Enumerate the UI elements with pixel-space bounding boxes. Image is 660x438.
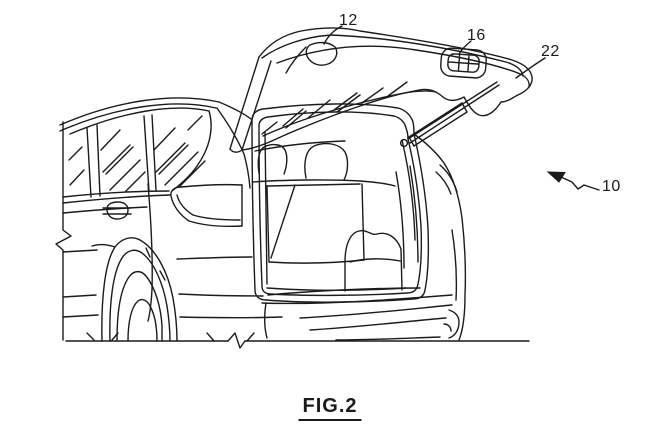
ref-label-10: 10 [602, 178, 621, 195]
cargo-interior [252, 140, 421, 296]
ref-label-16: 16 [467, 27, 486, 44]
liftgate-opening-frame [251, 103, 430, 303]
ref-label-12: 12 [339, 12, 358, 29]
figure-caption: FIG.2 [298, 396, 362, 421]
side-glass-hatching [68, 115, 206, 193]
rear-quarter-and-taillight [413, 133, 467, 341]
rear-wheel [101, 237, 178, 342]
ref-10-arrow-icon [546, 171, 600, 191]
liftgate [229, 27, 533, 153]
vehicle-body-side [55, 97, 283, 341]
liftgate-handle-component [440, 47, 487, 79]
ground-line [65, 332, 530, 349]
leader-lines [323, 25, 546, 79]
liftgate-glass-hatching [261, 81, 408, 135]
quarter-window [170, 183, 243, 228]
gas-strut [399, 81, 500, 148]
ref-label-22: 22 [541, 43, 560, 60]
door-handle [102, 201, 132, 220]
rear-bumper [206, 294, 453, 342]
